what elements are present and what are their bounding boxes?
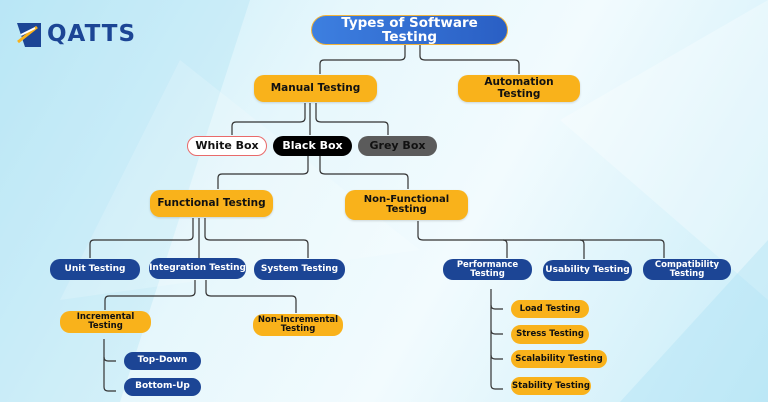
top-down-node: Top-Down <box>124 352 201 370</box>
incremental-testing-node: Incremental Testing <box>60 311 151 333</box>
white-box-node: White Box <box>187 136 267 156</box>
stability-testing-node: Stability Testing <box>511 377 591 395</box>
functional-testing-node: Functional Testing <box>150 190 273 217</box>
performance-testing-node: Performance Testing <box>443 259 532 280</box>
compatibility-testing-node: Compatibility Testing <box>643 259 731 280</box>
title-node: Types of Software Testing <box>311 15 508 45</box>
logo-text: QATTS <box>47 21 137 47</box>
non-functional-testing-node: Non-Functional Testing <box>345 190 468 220</box>
integration-testing-node: Integration Testing <box>149 258 246 279</box>
automation-testing-node: Automation Testing <box>458 75 580 102</box>
non-incremental-testing-node: Non-Incremental Testing <box>253 314 343 336</box>
bottom-up-node: Bottom-Up <box>124 378 201 396</box>
logo-arrow-icon <box>17 23 41 47</box>
system-testing-node: System Testing <box>254 259 345 280</box>
qatts-logo: QATTS <box>15 21 136 47</box>
grey-box-node: Grey Box <box>358 136 437 156</box>
usability-testing-node: Usability Testing <box>543 260 632 281</box>
black-box-node: Black Box <box>273 136 352 156</box>
manual-testing-node: Manual Testing <box>254 75 377 102</box>
unit-testing-node: Unit Testing <box>50 259 140 280</box>
stress-testing-node: Stress Testing <box>511 325 589 344</box>
load-testing-node: Load Testing <box>511 300 589 318</box>
scalability-testing-node: Scalability Testing <box>511 350 607 368</box>
